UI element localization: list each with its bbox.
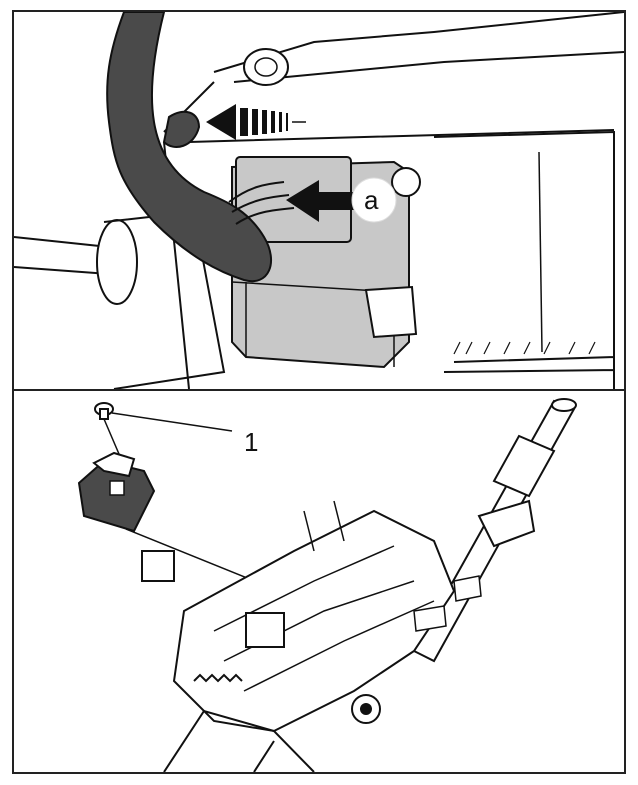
bracket-hole-inner (254, 57, 278, 77)
leader-line-1 (111, 412, 233, 432)
shaft-sleeve (492, 434, 556, 498)
tilt-spring (193, 673, 243, 683)
bottom-panel-drawing: 1 (77, 398, 577, 772)
column-housing-frame (172, 509, 456, 733)
mounting-screw (94, 402, 123, 462)
connector-socket-left (141, 550, 175, 582)
shaft-spline-end (551, 398, 577, 412)
column-housing-detail (213, 500, 435, 692)
callout-label-a: a (364, 185, 379, 215)
trim-line (538, 151, 543, 353)
top-panel-drawing: a (14, 12, 624, 389)
connector-clip (364, 285, 418, 339)
callout-label-1: 1 (244, 427, 258, 457)
lower-column-body (163, 709, 315, 772)
dashed-pull-arrow (206, 104, 288, 140)
bottom-panel-module-removal: 1 (12, 391, 626, 774)
side-fasteners (413, 575, 482, 632)
release-arrow (286, 180, 359, 222)
column-bracket-outline (163, 12, 624, 143)
trim-panel (433, 130, 615, 389)
hatch-marks (453, 341, 596, 355)
steering-shaft (14, 236, 110, 275)
column-bracket-tab (477, 499, 536, 548)
wiring-harness (106, 12, 273, 283)
shaft-collar (96, 219, 138, 305)
connector-wires (228, 181, 295, 225)
callout-circle-a (351, 177, 397, 223)
connector-socket-center (245, 612, 285, 648)
mounting-screw-hole (391, 167, 421, 197)
harness-branch (162, 110, 201, 148)
adjuster-knob-inner (360, 703, 372, 715)
steering-control-module (77, 451, 156, 533)
top-panel-connector-removal: a (12, 10, 626, 391)
